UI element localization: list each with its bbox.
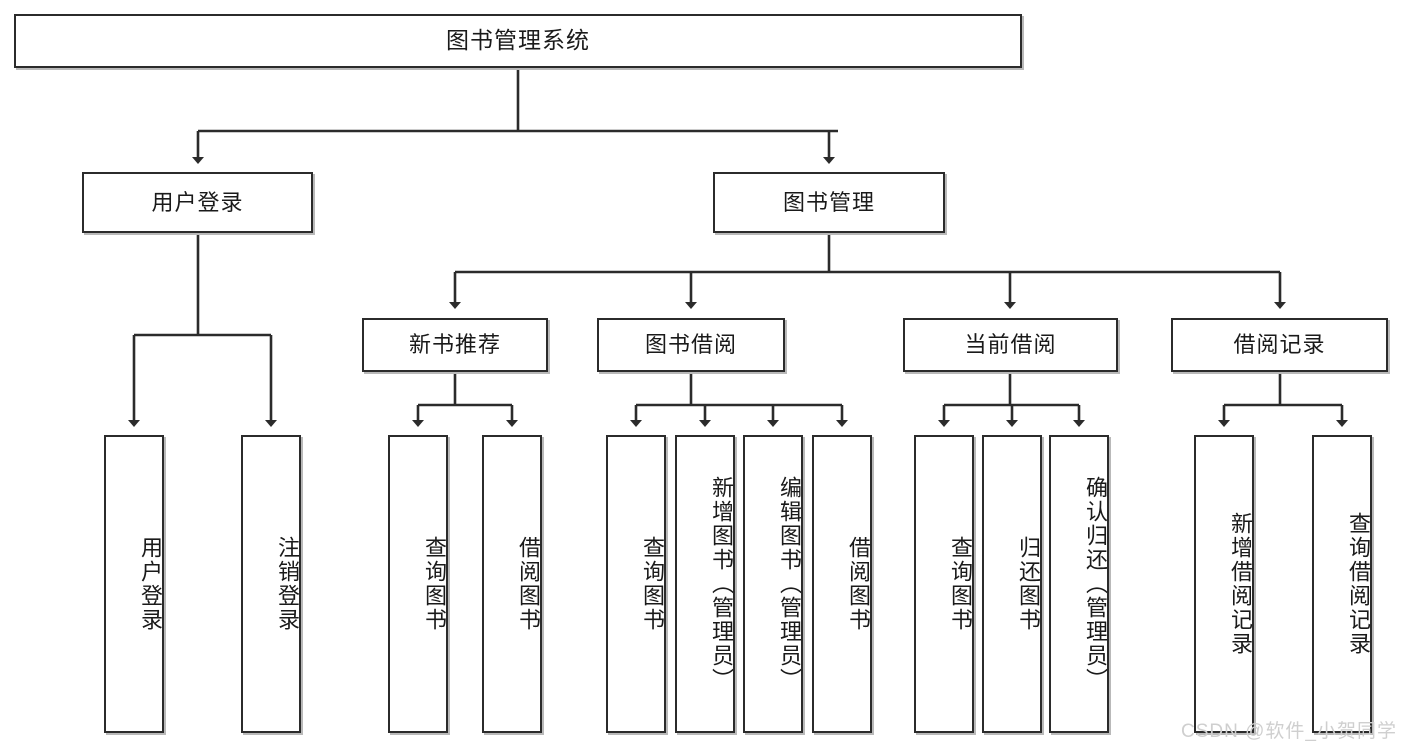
node-label: 新书推荐 — [408, 332, 501, 358]
node-leaf-add-book-admin[interactable]: 新增图书（管理员） — [675, 435, 735, 733]
node-leaf-borrow-book-2[interactable]: 借阅图书 — [812, 435, 872, 733]
node-label: 新增借阅记录 — [1228, 512, 1253, 656]
node-new-book-recommend[interactable]: 新书推荐 — [362, 318, 548, 372]
node-root-system[interactable]: 图书管理系统 — [14, 14, 1022, 68]
node-leaf-query-book-1[interactable]: 查询图书 — [388, 435, 448, 733]
node-label: 新增图书（管理员） — [709, 476, 734, 692]
node-leaf-query-book-3[interactable]: 查询图书 — [914, 435, 974, 733]
node-label: 查询图书 — [640, 536, 665, 632]
node-label: 图书借阅 — [644, 332, 737, 358]
node-label: 用户登录 — [138, 536, 163, 632]
node-current-borrow[interactable]: 当前借阅 — [903, 318, 1118, 372]
node-label: 查询借阅记录 — [1346, 512, 1371, 656]
node-leaf-query-book-2[interactable]: 查询图书 — [606, 435, 666, 733]
node-label: 注销登录 — [275, 536, 300, 632]
node-label: 当前借阅 — [964, 332, 1057, 358]
node-leaf-edit-book-admin[interactable]: 编辑图书（管理员） — [743, 435, 803, 733]
node-label: 借阅图书 — [846, 536, 871, 632]
node-book-manage[interactable]: 图书管理 — [713, 172, 945, 233]
node-label: 借阅记录 — [1233, 332, 1326, 358]
node-label: 借阅图书 — [516, 536, 541, 632]
node-leaf-add-borrow-record[interactable]: 新增借阅记录 — [1194, 435, 1254, 733]
node-leaf-borrow-book-1[interactable]: 借阅图书 — [482, 435, 542, 733]
node-leaf-logout[interactable]: 注销登录 — [241, 435, 301, 733]
node-label: 编辑图书（管理员） — [777, 476, 802, 692]
watermark: CSDN @软件_小贺同学 — [1181, 721, 1397, 742]
node-borrow-record[interactable]: 借阅记录 — [1171, 318, 1388, 372]
node-leaf-user-login[interactable]: 用户登录 — [104, 435, 164, 733]
node-leaf-confirm-return-admin[interactable]: 确认归还（管理员） — [1049, 435, 1109, 733]
node-label: 查询图书 — [422, 536, 447, 632]
node-leaf-query-borrow-record[interactable]: 查询借阅记录 — [1312, 435, 1372, 733]
node-book-borrow[interactable]: 图书借阅 — [597, 318, 785, 372]
node-label: 查询图书 — [948, 536, 973, 632]
node-label: 图书管理 — [782, 189, 875, 215]
node-label: 确认归还（管理员） — [1083, 476, 1108, 692]
node-label: 用户登录 — [151, 189, 244, 215]
node-leaf-return-book[interactable]: 归还图书 — [982, 435, 1042, 733]
node-user-login[interactable]: 用户登录 — [82, 172, 313, 233]
node-label: 归还图书 — [1016, 536, 1041, 632]
node-label: 图书管理系统 — [446, 27, 590, 54]
